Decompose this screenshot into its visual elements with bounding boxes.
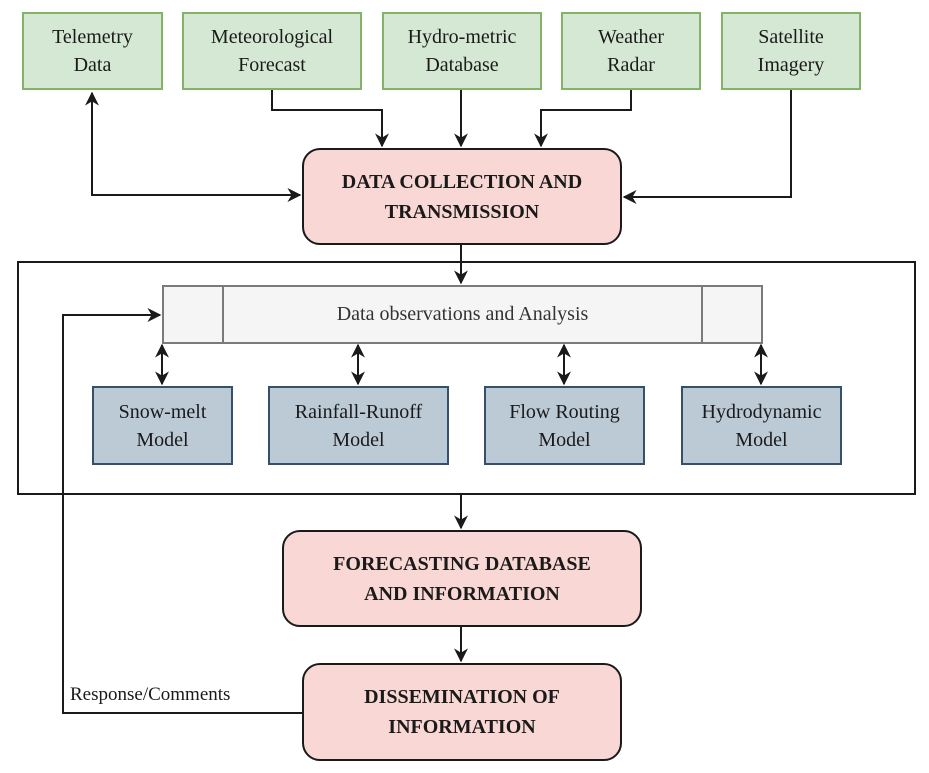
process-label-line2: TRANSMISSION <box>384 200 540 223</box>
process-label-line2: AND INFORMATION <box>364 582 560 605</box>
model-label-line1: Rainfall-Runoff <box>294 400 423 423</box>
source-label-line1: Meteorological <box>210 26 334 48</box>
model-label-line1: Hydrodynamic <box>701 400 822 423</box>
source-label-line2: Data <box>73 54 112 76</box>
arrow-feedback-analysis <box>62 308 302 714</box>
model-label-line1: Snow-melt <box>118 400 207 423</box>
source-label-line1: Weather <box>597 26 665 48</box>
modeling-frame <box>17 261 916 495</box>
process-label-line2: INFORMATION <box>388 716 536 738</box>
source-label-line2: Radar <box>607 54 655 76</box>
data-collection-transmission: DATA COLLECTION AND TRANSMISSION <box>302 148 622 245</box>
analysis-left-cell <box>164 287 222 342</box>
process-label-line1: FORECASTING DATABASE <box>333 552 591 575</box>
model-label-line2: Model <box>538 428 591 451</box>
dissemination-of-information: DISSEMINATION OF INFORMATION <box>302 663 622 761</box>
arrow-telemetry-collection <box>85 91 302 202</box>
source-label-line2: Imagery <box>757 54 825 76</box>
model-label-line2: Model <box>332 428 385 451</box>
process-label-line1: DATA COLLECTION AND <box>341 170 583 193</box>
model-label-line1: Flow Routing <box>509 400 620 423</box>
process-label-line1: DISSEMINATION OF <box>364 686 560 708</box>
source-label-line1: Telemetry <box>52 26 133 48</box>
forecasting-database-information: FORECASTING DATABASE AND INFORMATION <box>282 530 642 627</box>
arrow-meteorological-collection <box>271 90 389 148</box>
arrow-weather-collection <box>534 90 632 148</box>
model-label-line2: Model <box>735 428 788 451</box>
data-observations-analysis: Data observations and Analysis <box>162 285 763 344</box>
feedback-label: Response/Comments <box>70 684 231 705</box>
source-label-line1: Satellite <box>758 26 824 48</box>
analysis-label: Data observations and Analysis <box>222 287 703 342</box>
analysis-right-cell <box>703 287 761 342</box>
arrow-satellite-collection <box>622 90 792 204</box>
source-label-line2: Database <box>425 54 499 76</box>
source-label-line2: Forecast <box>238 54 306 76</box>
model-label-line2: Model <box>136 428 189 451</box>
source-label-line1: Hydro-metric <box>407 26 517 48</box>
